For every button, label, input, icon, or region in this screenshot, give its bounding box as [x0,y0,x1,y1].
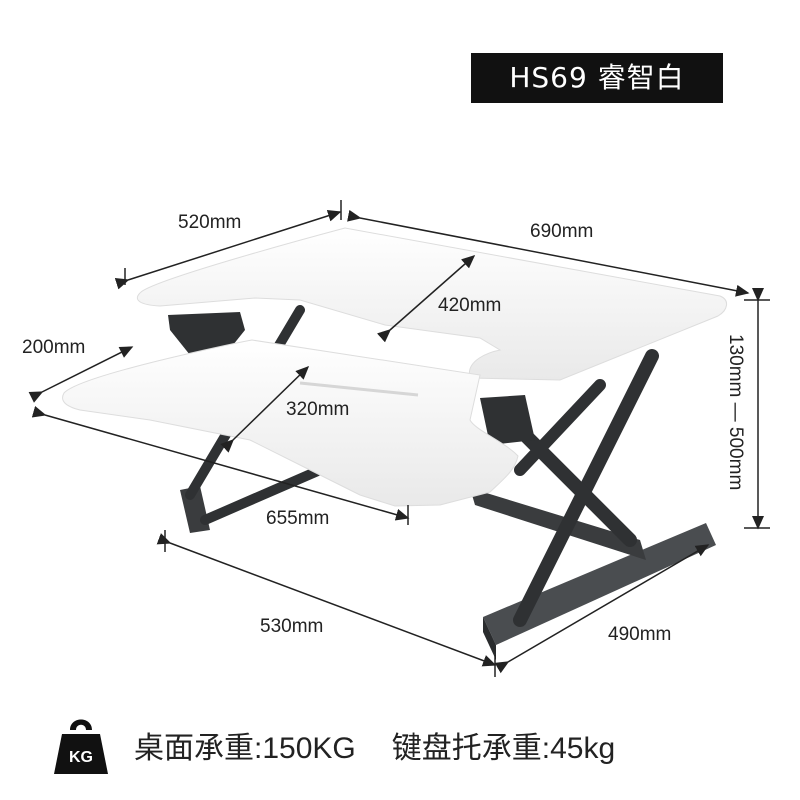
load-capacity-footer: KG 桌面承重:150KG 键盘托承重:45kg [52,712,752,778]
height-range-label: 130mm — 500mm [725,334,746,490]
cutout-depth-label: 420mm [438,295,501,316]
keyboard-load-text: 键盘托承重:45kg [391,732,616,765]
keyboard-depth-label: 200mm [22,337,85,358]
weight-icon-label: KG [69,749,93,766]
top-depth-label: 520mm [178,212,241,233]
desk-load-text: 桌面承重:150KG [134,732,356,765]
kettlebell-weight-icon: KG [54,719,108,774]
product-title-badge: HS69 睿智白 [471,53,723,103]
dimension-lines [28,200,770,677]
top-width-label: 690mm [530,221,593,242]
keyboard-inner-label: 320mm [286,399,349,420]
keyboard-width-label: 655mm [266,508,329,529]
base-width-label: 530mm [260,616,323,637]
base-depth-label: 490mm [608,624,671,645]
top-bracket [168,312,535,445]
